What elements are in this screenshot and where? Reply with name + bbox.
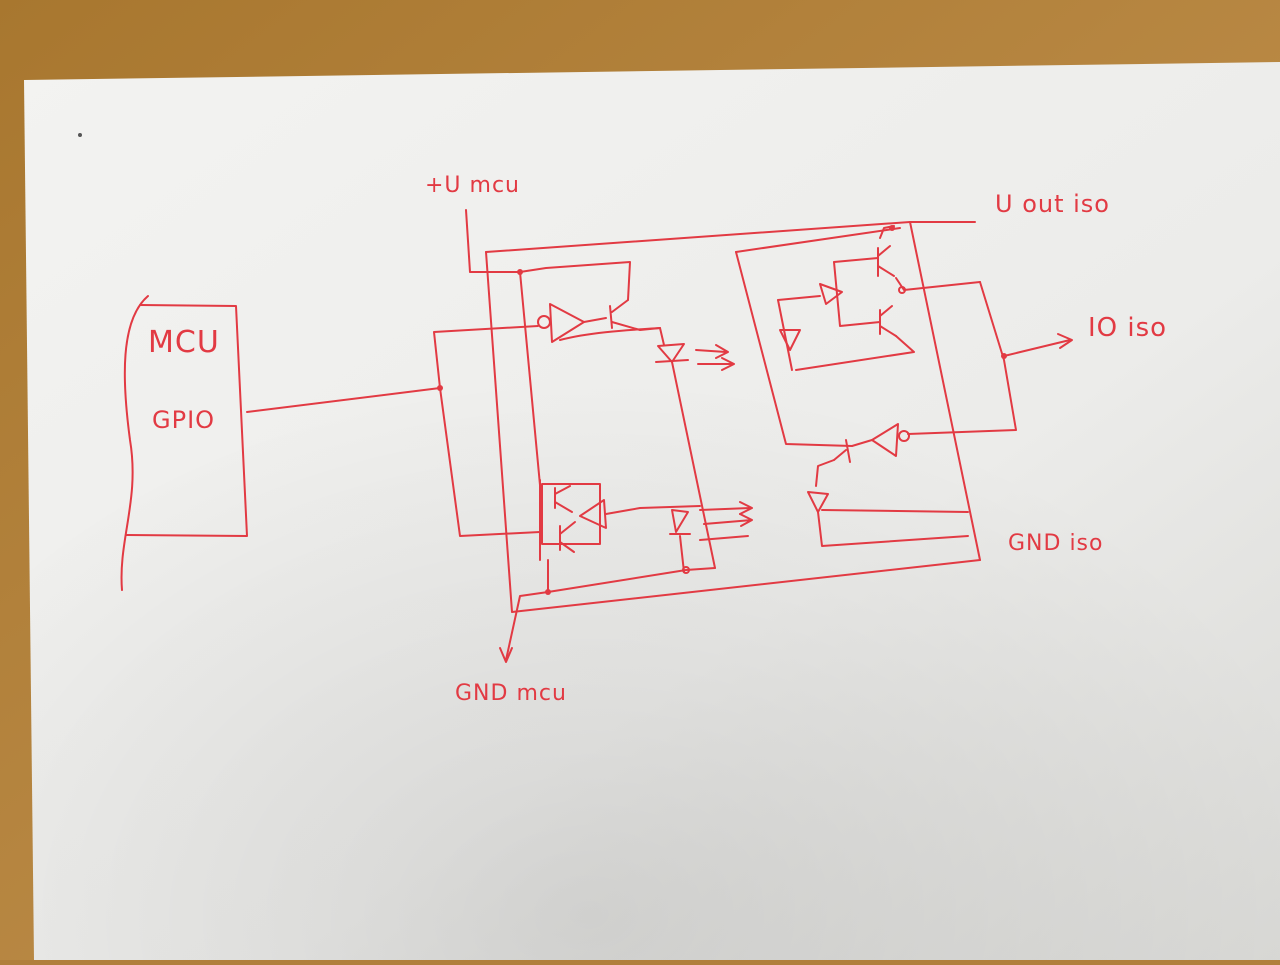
- paper-shadow: [24, 62, 1280, 960]
- gnd-mcu-wire: [505, 591, 549, 661]
- iso-diode-triangle: [779, 329, 801, 351]
- io-junction: [1001, 353, 1007, 359]
- iso-input-transistor: [833, 439, 851, 463]
- iso-buffer-output: [851, 439, 873, 447]
- iso-inner-left: [735, 251, 853, 447]
- photodiode-arrow-3: [699, 535, 749, 541]
- vcc-mcu-wire: [465, 209, 521, 273]
- iso-lower-return: [795, 335, 915, 371]
- iso-lower-diode-triangle: [807, 491, 829, 513]
- mcu-side-isolator: +U mcu: [425, 173, 981, 706]
- vcc-iso-junction: [889, 225, 895, 231]
- iso-output-node: [898, 286, 906, 294]
- io-iso-label: IO iso: [1088, 313, 1167, 343]
- photodiode-wire: [679, 535, 685, 573]
- vcc-mcu-label: +U mcu: [425, 173, 520, 198]
- gnd-iso-internal-wire: [817, 511, 969, 547]
- iso-transistor-link: [833, 261, 881, 327]
- gnd-iso-label: GND iso: [1008, 531, 1103, 556]
- input-to-upper-gate-wire: [433, 325, 539, 389]
- gnd-mcu-arrow: [499, 647, 513, 663]
- upper-gate-feedback: [559, 327, 661, 341]
- lower-transistor-top: [554, 485, 573, 513]
- led-anode-wire: [659, 327, 665, 346]
- photodiode-triangle: [671, 509, 689, 533]
- pencil-dot: [78, 133, 82, 137]
- iso-buffer-triangle: [871, 423, 899, 457]
- io-output-wire: [1003, 339, 1071, 357]
- iso-driver-input: [777, 295, 821, 301]
- io-loop-wire: [907, 281, 1017, 435]
- iso-driver-triangle: [819, 283, 843, 305]
- iso-upper-transistor: [877, 245, 895, 277]
- chip-right-edge: [909, 221, 981, 561]
- chip-outline: [485, 251, 981, 613]
- photodiode-arrow-2: [703, 513, 753, 527]
- led-triangle: [657, 343, 685, 363]
- gnd-mcu-internal-wire: [547, 559, 716, 593]
- vcc-iso-label: U out iso: [995, 190, 1110, 218]
- gpio-wire: [246, 387, 441, 413]
- upper-gate-output: [583, 317, 607, 323]
- iso-side-isolator: IO iso GND iso U out iso: [735, 190, 1167, 556]
- upper-transistor-base: [609, 305, 613, 329]
- light-arrow-1: [695, 344, 729, 359]
- lower-gate-input: [605, 505, 701, 515]
- lower-transistor-bottom: [559, 521, 576, 553]
- iso-diode-wire: [777, 299, 793, 371]
- io-output-arrow: [1057, 333, 1073, 349]
- input-to-lower-gate-wire: [439, 387, 541, 537]
- led-cathode-wire: [671, 361, 716, 569]
- mcu-gpio-label: GPIO: [152, 406, 215, 434]
- upper-gate-triangle: [549, 303, 585, 343]
- mcu-block-left-curve: [120, 295, 149, 591]
- internal-vcc-rail: [519, 271, 541, 486]
- iso-inner-top: [735, 227, 901, 253]
- mcu-block: MCU GPIO: [120, 295, 248, 591]
- photodiode-arrow-1: [699, 501, 753, 515]
- mcu-block-outline: [125, 304, 248, 537]
- light-arrow-2: [697, 357, 735, 371]
- iso-input-transistor-emitter: [815, 459, 835, 487]
- lower-gate-box: [541, 483, 601, 545]
- gnd-iso-rail: [821, 509, 969, 513]
- mcu-block-title: MCU: [148, 325, 220, 360]
- gnd-mcu-label: GND mcu: [455, 681, 567, 706]
- iso-buffer-bubble: [898, 430, 910, 442]
- upper-gate-supply: [519, 261, 631, 301]
- upper-transistor-collector: [611, 299, 629, 313]
